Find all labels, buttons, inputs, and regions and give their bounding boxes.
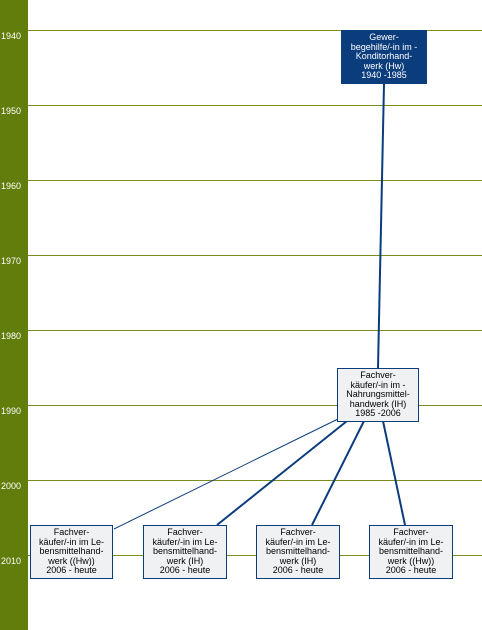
year-label-2010: 2010: [1, 556, 22, 566]
node-middle-line: Fachver-: [360, 370, 396, 381]
node-root-line: 1940 -1985: [361, 70, 407, 81]
node-middle[interactable]: Fachver- käufer/-in im - Nahrungsmittel-…: [337, 368, 419, 422]
gridline-1940: [28, 30, 482, 31]
year-label-1980: 1980: [1, 331, 22, 341]
node-leaf-4[interactable]: Fachver- käufer/-in im Le- bensmittelhan…: [369, 525, 453, 579]
node-leaf-3-line: käufer/-in im Le-: [265, 536, 331, 547]
node-leaf-1-line: bensmittelhand-: [39, 546, 104, 557]
node-root-line: Konditorhand-: [355, 51, 413, 62]
year-label-1940: 1940: [1, 31, 22, 41]
node-leaf-3-line: 2006 - heute: [272, 565, 324, 576]
node-root-line: Gewer-: [369, 32, 399, 43]
year-label-1970: 1970: [1, 256, 22, 266]
gridline-1960: [28, 180, 482, 181]
node-leaf-4-line: 2006 - heute: [385, 565, 437, 576]
node-leaf-1-line: Fachver-: [53, 527, 90, 538]
node-root[interactable]: Gewer- begehilfe/-in im - Konditorhand- …: [341, 30, 427, 84]
connector-root-to-middle: [377, 83, 385, 369]
year-label-2000: 2000: [1, 481, 22, 491]
node-leaf-1[interactable]: Fachver- käufer/-in im Le- bensmittelhan…: [30, 525, 113, 579]
node-leaf-3[interactable]: Fachver- käufer/-in im Le- bensmittelhan…: [256, 525, 340, 579]
connector-middle-to-leaf2: [216, 420, 348, 526]
node-middle-line: käufer/-in im -: [350, 379, 406, 390]
gridline-1980: [28, 330, 482, 331]
node-leaf-3-line: Fachver-: [280, 527, 316, 538]
year-label-1990: 1990: [1, 406, 22, 416]
connector-middle-to-leaf1: [113, 417, 341, 530]
node-root-line: begehilfe/-in im -: [350, 41, 418, 52]
node-leaf-2-line: käufer/-in im Le-: [152, 536, 218, 547]
gridline-2010: [28, 555, 482, 556]
node-leaf-3-line: werk (IH): [279, 555, 317, 566]
node-leaf-4-line: bensmittelhand-: [378, 546, 444, 557]
year-label-1950: 1950: [1, 106, 22, 116]
gridline-1970: [28, 255, 482, 256]
node-leaf-2[interactable]: Fachver- käufer/-in im Le- bensmittelhan…: [143, 525, 227, 579]
node-middle-line: Nahrungsmittel-: [346, 389, 410, 400]
node-leaf-2-line: werk (IH): [166, 555, 204, 566]
gridline-2000: [28, 480, 482, 481]
node-leaf-2-line: bensmittelhand-: [152, 546, 218, 557]
year-label-1960: 1960: [1, 181, 22, 191]
node-leaf-4-line: käufer/-in im Le-: [378, 536, 444, 547]
node-leaf-1-line: käufer/-in im Le-: [38, 536, 105, 547]
node-root-line: werk (Hw): [363, 60, 405, 71]
node-leaf-4-line: Fachver-: [393, 527, 429, 538]
node-middle-line: 1985 -2006: [355, 408, 401, 419]
gridline-1990: [28, 405, 482, 406]
node-leaf-1-line: werk ((Hw)): [48, 555, 95, 566]
node-middle-line: handwerk (IH): [349, 398, 407, 409]
timeline-sidebar: [0, 0, 28, 630]
node-leaf-3-line: bensmittelhand-: [265, 546, 331, 557]
node-leaf-4-line: werk ((Hw)): [387, 555, 435, 566]
node-leaf-2-line: 2006 - heute: [159, 565, 211, 576]
connector-middle-to-leaf3: [311, 420, 365, 526]
connector-middle-to-leaf4: [382, 420, 406, 526]
gridline-1950: [28, 105, 482, 106]
node-leaf-2-line: Fachver-: [167, 527, 203, 538]
node-leaf-1-line: 2006 - heute: [46, 565, 97, 576]
